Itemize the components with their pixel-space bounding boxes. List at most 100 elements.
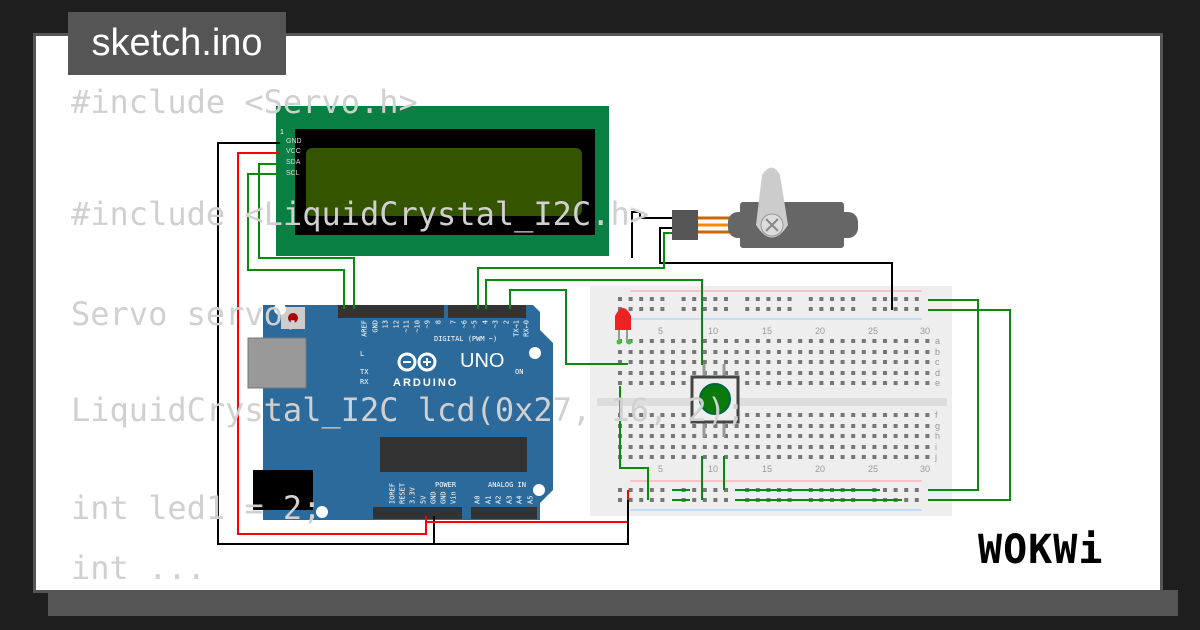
breadboard-hole[interactable] [851,381,856,385]
breadboard-hole[interactable] [840,350,845,354]
breadboard-hole[interactable] [904,498,909,502]
breadboard-hole[interactable] [713,350,718,354]
sketch-title[interactable]: sketch.ino [68,12,286,75]
breadboard-hole[interactable] [766,350,771,354]
breadboard-hole[interactable] [681,381,686,385]
breadboard-hole[interactable] [798,413,803,417]
breadboard-hole[interactable] [787,455,792,459]
breadboard-hole[interactable] [649,297,654,301]
breadboard-hole[interactable] [819,413,824,417]
breadboard-hole[interactable] [861,371,866,375]
breadboard-hole[interactable] [639,488,644,492]
breadboard-hole[interactable] [618,360,622,364]
breadboard-hole[interactable] [766,434,771,438]
breadboard-hole[interactable] [692,371,697,375]
breadboard-hole[interactable] [649,371,654,375]
breadboard-hole[interactable] [830,360,834,364]
breadboard-hole[interactable] [766,360,771,364]
breadboard-hole[interactable] [851,297,856,301]
breadboard-hole[interactable] [893,445,898,449]
breadboard-hole[interactable] [893,350,898,354]
breadboard-hole[interactable] [893,360,898,364]
breadboard-hole[interactable] [734,350,739,354]
breadboard-hole[interactable] [671,339,675,343]
breadboard-hole[interactable] [649,445,654,449]
breadboard-hole[interactable] [681,371,686,375]
breadboard-hole[interactable] [883,371,887,375]
breadboard-hole[interactable] [702,339,707,343]
breadboard-hole[interactable] [649,434,654,438]
breadboard-hole[interactable] [660,297,665,301]
breadboard-hole[interactable] [755,371,760,375]
breadboard-hole[interactable] [904,413,909,417]
breadboard-hole[interactable] [618,350,622,354]
breadboard-hole[interactable] [883,339,887,343]
breadboard-hole[interactable] [649,413,654,417]
breadboard-hole[interactable] [840,297,845,301]
breadboard-hole[interactable] [660,350,665,354]
breadboard-hole[interactable] [819,434,824,438]
breadboard-hole[interactable] [745,413,750,417]
breadboard-hole[interactable] [840,381,845,385]
breadboard-hole[interactable] [755,381,760,385]
breadboard-hole[interactable] [649,350,654,354]
breadboard-hole[interactable] [724,350,728,354]
breadboard-hole[interactable] [798,350,803,354]
breadboard-hole[interactable] [777,413,781,417]
breadboard-hole[interactable] [883,350,887,354]
breadboard-hole[interactable] [851,434,856,438]
breadboard-hole[interactable] [777,381,781,385]
breadboard-hole[interactable] [925,424,930,428]
red-led[interactable] [615,308,632,345]
breadboard-hole[interactable] [787,434,792,438]
breadboard-hole[interactable] [798,455,803,459]
breadboard-hole[interactable] [692,434,697,438]
breadboard-hole[interactable] [639,360,644,364]
breadboard-hole[interactable] [787,371,792,375]
breadboard-hole[interactable] [692,360,697,364]
breadboard-hole[interactable] [702,455,707,459]
breadboard-hole[interactable] [766,424,771,428]
breadboard-hole[interactable] [872,413,877,417]
breadboard-hole[interactable] [808,424,813,428]
breadboard-hole[interactable] [840,371,845,375]
breadboard-hole[interactable] [798,445,803,449]
breadboard-hole[interactable] [628,350,633,354]
breadboard-hole[interactable] [734,434,739,438]
breadboard-hole[interactable] [872,445,877,449]
breadboard-hole[interactable] [681,360,686,364]
breadboard-hole[interactable] [787,307,792,311]
breadboard-hole[interactable] [904,360,909,364]
breadboard-hole[interactable] [787,413,792,417]
breadboard-hole[interactable] [925,339,930,343]
breadboard-hole[interactable] [914,339,919,343]
breadboard-hole[interactable] [893,455,898,459]
breadboard-hole[interactable] [713,445,718,449]
breadboard-hole[interactable] [830,371,834,375]
breadboard-hole[interactable] [798,371,803,375]
breadboard-hole[interactable] [639,434,644,438]
breadboard-hole[interactable] [830,297,834,301]
breadboard-hole[interactable] [660,434,665,438]
breadboard-hole[interactable] [904,488,909,492]
breadboard-hole[interactable] [830,424,834,428]
breadboard-hole[interactable] [745,381,750,385]
breadboard-hole[interactable] [808,297,813,301]
breadboard-hole[interactable] [702,445,707,449]
breadboard-hole[interactable] [925,371,930,375]
breadboard-hole[interactable] [883,445,887,449]
breadboard-hole[interactable] [681,297,686,301]
breadboard-hole[interactable] [777,297,781,301]
breadboard-hole[interactable] [660,381,665,385]
breadboard-hole[interactable] [671,360,675,364]
breadboard-hole[interactable] [819,350,824,354]
breadboard-hole[interactable] [681,339,686,343]
breadboard-hole[interactable] [830,381,834,385]
breadboard-hole[interactable] [692,297,697,301]
breadboard-hole[interactable] [745,339,750,343]
breadboard-hole[interactable] [660,445,665,449]
breadboard-hole[interactable] [628,455,633,459]
breadboard-hole[interactable] [713,307,718,311]
breadboard-hole[interactable] [883,434,887,438]
breadboard-hole[interactable] [914,350,919,354]
